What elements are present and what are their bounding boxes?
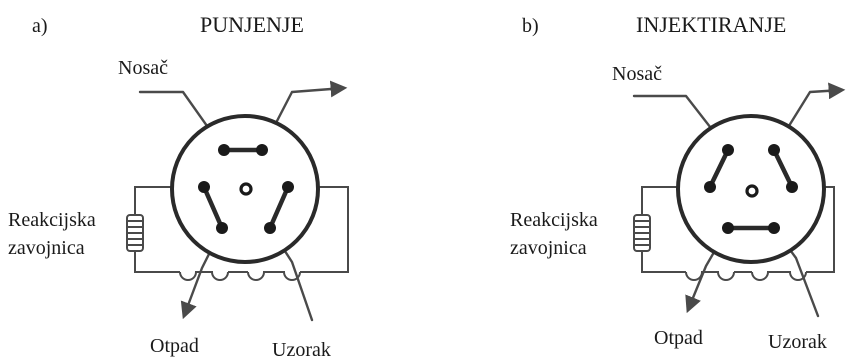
coil-label-line1: Reakcijska xyxy=(510,209,598,231)
valve-port xyxy=(198,181,210,193)
valve-port xyxy=(218,144,230,156)
coil-label-line2: zavojnica xyxy=(8,237,85,259)
panel-injecting: b) INJEKTIRANJE Nosač Reakcijska zavojni… xyxy=(510,12,846,353)
valve-port xyxy=(216,222,228,234)
waste-label: Otpad xyxy=(150,335,199,357)
panel-title: INJEKTIRANJE xyxy=(636,12,786,37)
valve-port xyxy=(264,222,276,234)
valve-port xyxy=(768,144,780,156)
tubing-crossover xyxy=(247,271,301,281)
reaction-coil-icon xyxy=(633,214,651,252)
carrier-label: Nosač xyxy=(612,63,662,85)
valve-port xyxy=(722,144,734,156)
reaction-coil-icon xyxy=(126,214,144,252)
valve-port xyxy=(768,222,780,234)
sample-label: Uzorak xyxy=(272,339,331,358)
tubing-crossover xyxy=(179,271,229,281)
valve-rotor-hub xyxy=(239,182,253,196)
waste-label: Otpad xyxy=(654,327,703,349)
carrier-label: Nosač xyxy=(118,57,168,79)
coil-label-line1: Reakcijska xyxy=(8,209,96,231)
tubing-crossover xyxy=(751,271,807,281)
coil-label-line2: zavojnica xyxy=(510,237,587,259)
panel-loading: a) PUNJENJE Nosač Reakcijska zavojnica O… xyxy=(8,12,349,358)
sample-label: Uzorak xyxy=(768,331,827,353)
valve-rotor-hub xyxy=(745,184,759,198)
tubing-crossover xyxy=(685,271,735,281)
valve-port xyxy=(282,181,294,193)
panel-letter: a) xyxy=(32,15,48,37)
panel-title: PUNJENJE xyxy=(200,12,304,37)
valve-channel xyxy=(771,147,795,190)
valve-port xyxy=(722,222,734,234)
panel-letter: b) xyxy=(522,15,539,37)
valve-port xyxy=(256,144,268,156)
valve-port xyxy=(704,181,716,193)
valve-channel xyxy=(201,184,225,231)
valve-channel xyxy=(267,184,291,231)
valve-port xyxy=(786,181,798,193)
valve-channel xyxy=(707,147,731,190)
